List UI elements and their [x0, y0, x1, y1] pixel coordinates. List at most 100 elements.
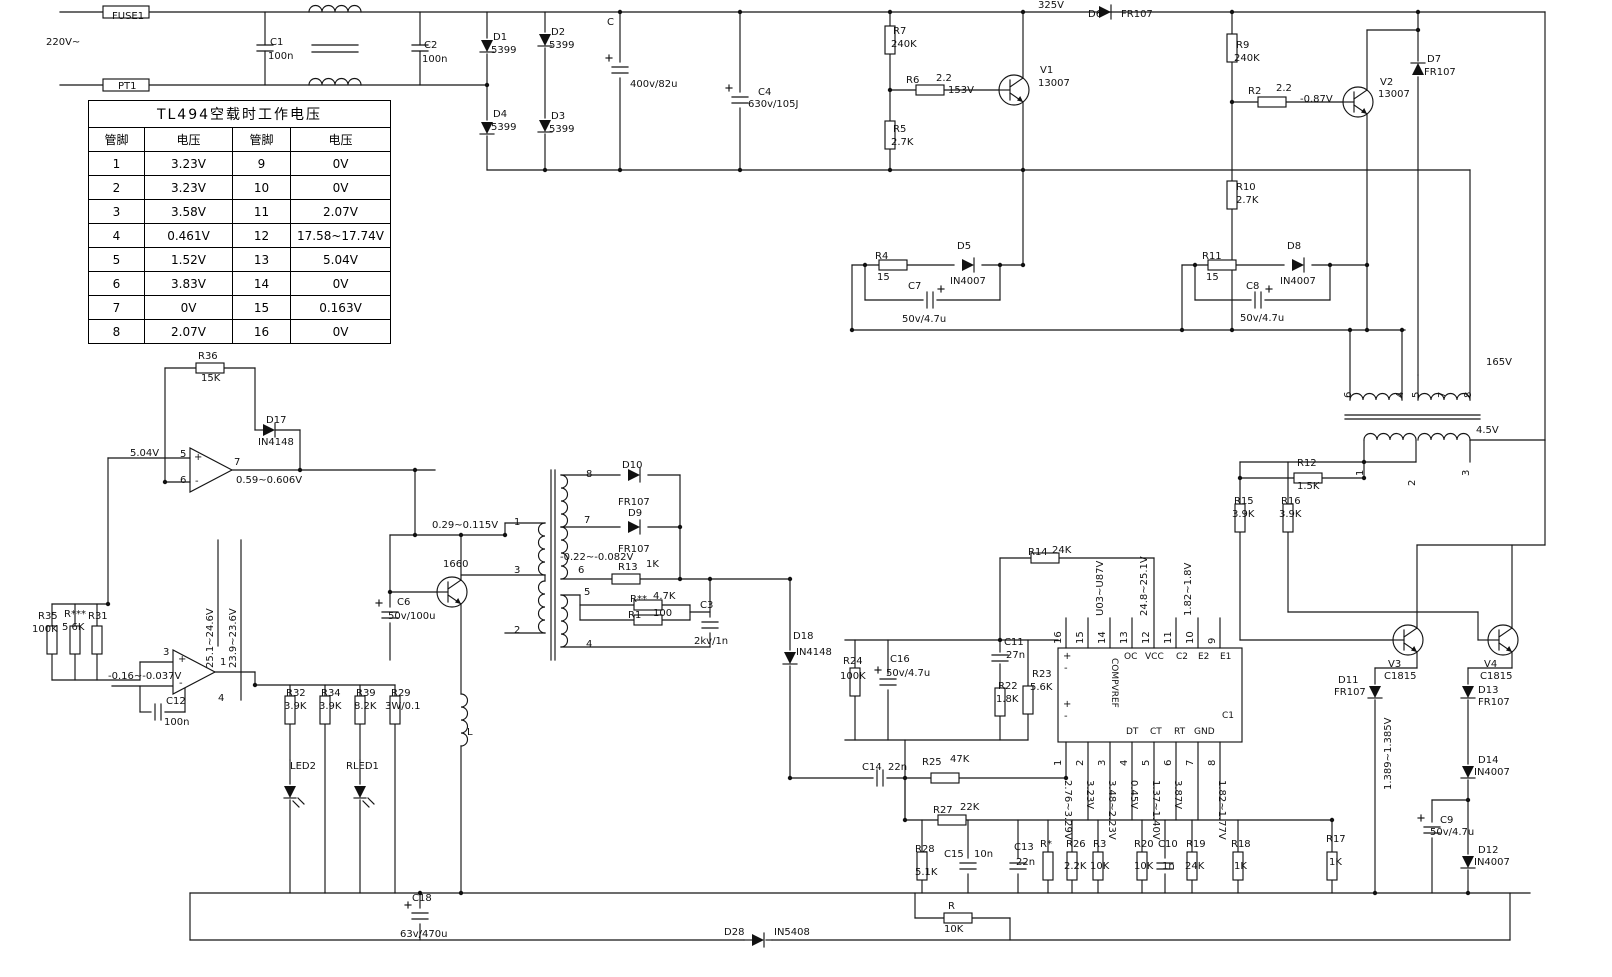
d3-value: 5399 [549, 124, 575, 135]
c11-value: 27n [1006, 650, 1026, 661]
r13-label: R13 [618, 562, 638, 573]
c2-label: C2 [424, 40, 438, 51]
d6-value: FR107 [1121, 9, 1153, 20]
r-value: 10K [944, 924, 964, 935]
d11-label: D11 [1338, 675, 1359, 686]
r5-label: R5 [893, 124, 907, 135]
ic-pin5: 5 [1141, 759, 1152, 766]
q1660-label: 1660 [443, 559, 469, 570]
table-cell: 2 [88, 175, 145, 200]
d8-value: IN4007 [1280, 276, 1316, 287]
t1-pin5: 5 [1411, 391, 1422, 398]
r13-value: 1K [646, 559, 659, 570]
ic-pin9: 9 [1207, 637, 1218, 644]
d17-label: D17 [266, 415, 287, 426]
table-cell: 3.23V [144, 175, 233, 200]
wires-input-bridge [102, 4, 749, 171]
table-cell: 0V [290, 319, 391, 344]
r18-value: 1K [1234, 861, 1247, 872]
table-cell: 2.07V [290, 199, 391, 224]
t2-volt-mid: -0.22~-0.082V [560, 552, 634, 563]
v1-value: 13007 [1038, 78, 1070, 89]
table-cell: 0V [290, 175, 391, 200]
ic-vcc: VCC [1145, 652, 1164, 662]
rail-325v: 325V [1038, 0, 1064, 11]
c6-label: C6 [397, 597, 411, 608]
r3-value: 10K [1090, 861, 1110, 872]
t2-pin1: 1 [514, 517, 521, 528]
ic-e1: E1 [1220, 652, 1232, 662]
c-bulk-label: C [607, 17, 614, 28]
ic-e2: E2 [1198, 652, 1210, 662]
r29-value: 3W/0.1 [385, 701, 421, 712]
d14-label: D14 [1478, 755, 1499, 766]
r15-label: R15 [1234, 496, 1254, 507]
wires-main-transformer [1239, 169, 1546, 479]
d28-value: IN5408 [774, 927, 810, 938]
ic-pin4: 4 [1119, 759, 1130, 766]
ic-volt-pin1: 2.76~3.29V [1062, 780, 1073, 840]
table-cell: 3 [88, 199, 145, 224]
c13-value: 22n [1016, 857, 1036, 868]
t1-pin6: 6 [1343, 391, 1354, 398]
rxx-value: 4.7K [653, 591, 676, 602]
t1-sec-pin3: 3 [1461, 469, 1472, 476]
pt1-label: PT1 [118, 81, 137, 92]
r23-label: R23 [1032, 669, 1052, 680]
v1-base-voltage: 153V [948, 85, 974, 96]
r5-value: 2.7K [891, 137, 914, 148]
r16-label: R16 [1281, 496, 1301, 507]
ic-cmp2-minus: - [1064, 711, 1068, 722]
r34-value: 3.9K [319, 701, 342, 712]
ic-oc: OC [1124, 652, 1138, 662]
c12-label: C12 [166, 696, 186, 707]
pt1-symbol [102, 78, 150, 92]
r39-label: R39 [356, 688, 376, 699]
c13-label: C13 [1014, 842, 1034, 853]
ic-volt-pin4: 0.45V [1128, 780, 1139, 810]
t1-sec-pin1: 1 [1355, 469, 1366, 476]
t1-pin8: 8 [1463, 391, 1474, 398]
d6-label: D6 [1088, 9, 1103, 20]
ic-dt: DT [1126, 727, 1139, 737]
fuse1-symbol [102, 5, 150, 19]
c9-label: C9 [1440, 815, 1454, 826]
r39-value: 8.2K [354, 701, 377, 712]
v2-base-voltage: -0.87V [1300, 94, 1333, 105]
ic-tl494 [1057, 647, 1243, 743]
ic-volt-pin12: 24.8~25.1V [1139, 556, 1150, 616]
r26-label: R26 [1066, 839, 1086, 850]
r31-label: R31 [88, 611, 108, 622]
t1-sec-pin2: 2 [1407, 479, 1418, 486]
t2-pin8: 8 [586, 469, 593, 480]
opamp1-plus: + [194, 452, 203, 463]
r24-value: 100K [840, 671, 866, 682]
opamp2-in-voltage: -0.16~-0.037V [108, 671, 182, 682]
c14-label: C14 [862, 762, 882, 773]
c8-value: 50v/4.7u [1240, 313, 1285, 324]
ic-c1: C1 [1222, 711, 1235, 721]
ic-pin8: 8 [1207, 759, 1218, 766]
r6-value: 2.2 [936, 73, 952, 84]
ic-c2: C2 [1176, 652, 1189, 662]
r16-value: 3.9K [1279, 509, 1302, 520]
rled1-label: RLED1 [346, 761, 379, 772]
table-header: 管脚 [88, 127, 145, 152]
opamp2-pin3: 3 [163, 647, 170, 658]
d28-label: D28 [724, 927, 745, 938]
ic-volt-pin6: 3.87V [1172, 780, 1183, 810]
r2-label: R2 [1248, 86, 1262, 97]
table-title: TL494空载时工作电压 [88, 100, 391, 128]
table-cell: 0V [290, 151, 391, 176]
d13-label: D13 [1478, 685, 1499, 696]
c10-value: 1n [1162, 861, 1175, 872]
fuse1-label: FUSE1 [112, 11, 145, 22]
hv-165v: 165V [1486, 357, 1512, 368]
r2-value: 2.2 [1276, 83, 1292, 94]
r36-label: R36 [198, 351, 218, 362]
r20-value: 10K [1134, 861, 1154, 872]
table-cell: 8 [88, 319, 145, 344]
wires-switch-v2 [1181, 11, 1426, 376]
